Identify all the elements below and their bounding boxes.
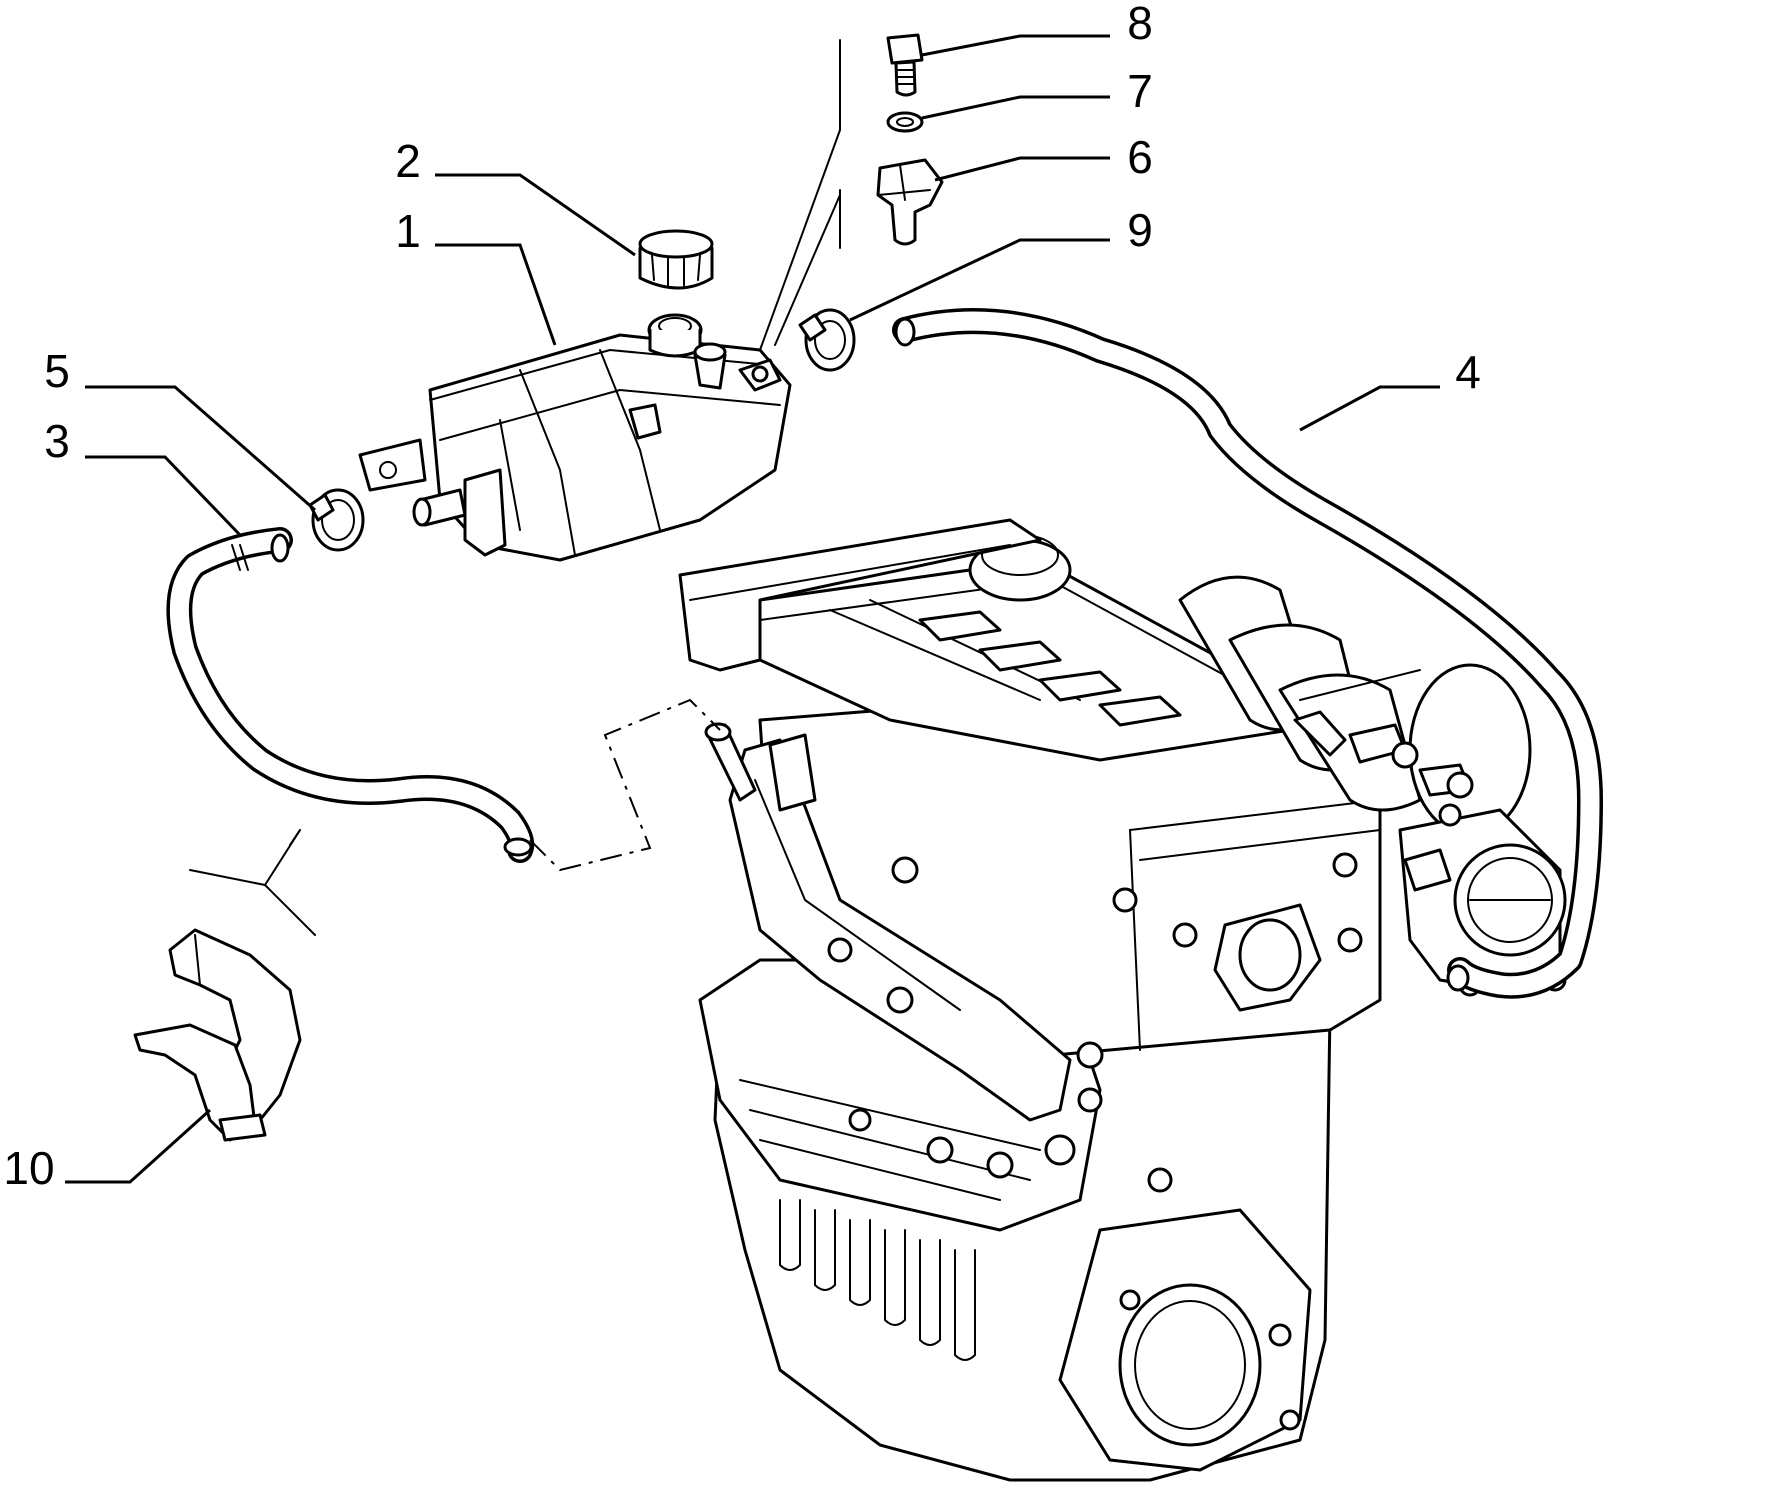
- hose-3: [166, 527, 535, 863]
- engine-assembly: [678, 518, 1567, 1482]
- throttle-body: [1398, 803, 1567, 997]
- callout-9: 9: [1127, 204, 1153, 256]
- hose-clamp-5: [308, 488, 365, 552]
- reference-lines: [189, 39, 841, 936]
- expansion-tank: [358, 313, 792, 562]
- callout-3: 3: [44, 415, 70, 467]
- hose-clip-10: [133, 928, 302, 1142]
- mounting-bracket-6: [876, 158, 944, 246]
- callout-1: 1: [395, 205, 421, 257]
- timing-cover: [678, 518, 1042, 672]
- bolt-8: [886, 33, 924, 97]
- callout-8: 8: [1127, 0, 1153, 49]
- callout-7: 7: [1127, 65, 1153, 117]
- hose-4: [892, 308, 1603, 999]
- hose-clamp-9: [798, 308, 856, 372]
- washer-7: [886, 111, 924, 133]
- callout-4: 4: [1455, 346, 1481, 398]
- tank-mounting-bracket: [358, 438, 427, 492]
- callout-6: 6: [1127, 131, 1153, 183]
- callout-5: 5: [44, 345, 70, 397]
- callout-10: 10: [3, 1142, 54, 1194]
- coolant-pipe: [728, 738, 1072, 1122]
- pressure-cap: [638, 229, 714, 290]
- callout-2: 2: [395, 135, 421, 187]
- callout-labels: 1 2 3 4 5 6 7 8 9 10: [3, 0, 1480, 1194]
- sump-ribs: [779, 1199, 976, 1361]
- crankshaft-seal: [1118, 1283, 1262, 1447]
- leader-lines: [65, 34, 1440, 1184]
